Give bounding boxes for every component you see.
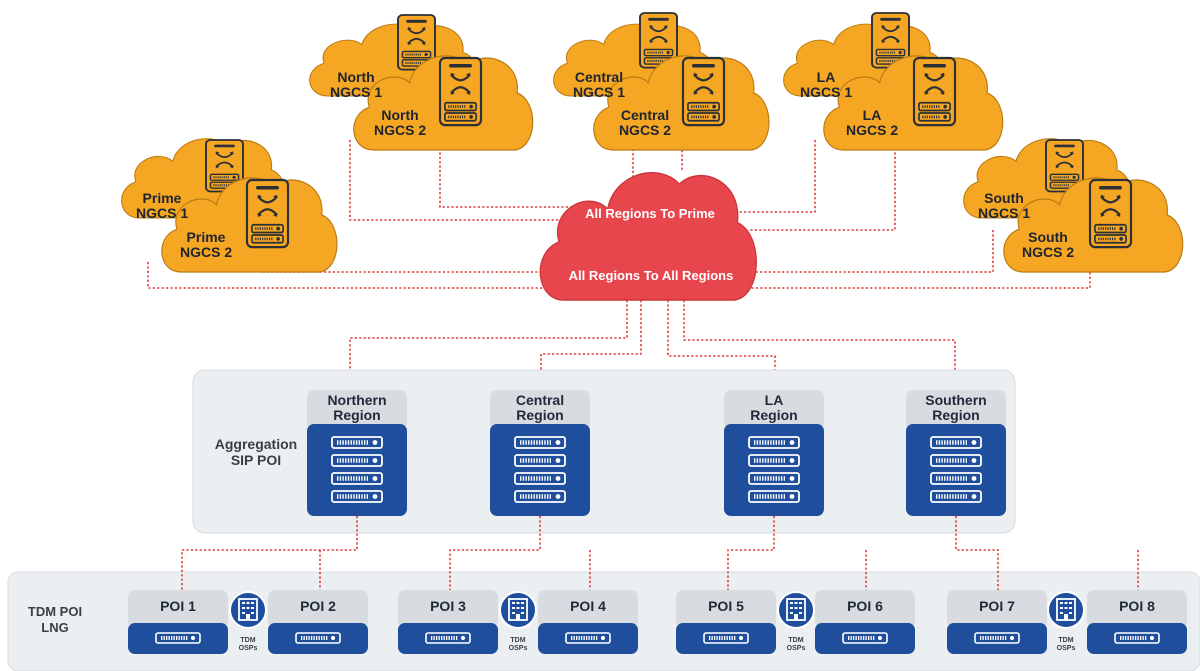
- central-ngcs2-line2: NGCS 2: [618, 122, 672, 139]
- south-ngcs2-line2: NGCS 2: [1022, 244, 1075, 261]
- south-ngcs2-label: South NGCS 2: [1022, 229, 1075, 261]
- poi-7: [947, 590, 1047, 654]
- tdm-osps-3-line2: OSPs: [786, 644, 806, 652]
- building-icon: [777, 591, 815, 629]
- north-ngcs2-label: North NGCS 2: [374, 107, 427, 139]
- region-southern-line2: Region: [932, 406, 980, 423]
- tdm-title: TDM POI LNG: [14, 604, 96, 635]
- tdm-osps-4-line1: TDM: [1058, 637, 1074, 644]
- poi-boxes: [128, 590, 1187, 654]
- poi-3: [398, 590, 498, 654]
- tdm-osps-label-3: TDM OSPs: [778, 637, 814, 652]
- poi-8: [1087, 590, 1187, 654]
- tdm-osps-1-line2: OSPs: [238, 644, 258, 652]
- poi-6-name: POI 6: [847, 598, 883, 614]
- region-southern-name: Southern Region: [906, 393, 1006, 422]
- prime-ngcs1-label: Prime NGCS 1: [136, 190, 189, 222]
- la-ngcs2-line2: NGCS 2: [846, 122, 899, 139]
- prime-ngcs2-line1: Prime: [186, 229, 226, 245]
- north-ngcs2-line1: North: [381, 107, 419, 123]
- poi-6: [815, 590, 915, 654]
- tdm-osps-label-4: TDM OSPs: [1048, 637, 1084, 652]
- north-ngcs1-line1: North: [337, 69, 375, 85]
- tdm-title-line1: TDM POI: [27, 604, 83, 619]
- region-central-line2: Region: [516, 406, 564, 423]
- prime-ngcs1-line2: NGCS 1: [136, 205, 189, 222]
- region-northern: [307, 390, 407, 516]
- south-ngcs1-line2: NGCS 1: [978, 205, 1031, 222]
- region-northern-line2: Region: [333, 406, 381, 423]
- region-la-name: LA Region: [724, 393, 824, 422]
- region-northern-name: Northern Region: [307, 393, 407, 422]
- la-ngcs2-line1: LA: [862, 107, 882, 123]
- region-boxes: [307, 390, 1006, 516]
- la-ngcs1-label: LA NGCS 1: [800, 69, 853, 101]
- core-links: [147, 140, 1091, 390]
- poi-7-name: POI 7: [979, 598, 1015, 614]
- tdm-osps-3-line1: TDM: [788, 637, 804, 644]
- south-ngcs1-label: South NGCS 1: [978, 190, 1031, 222]
- building-icon: [229, 591, 267, 629]
- tdm-osps-2-line2: OSPs: [508, 644, 528, 652]
- region-poi-links: [181, 516, 1139, 590]
- la-ngcs2-label: LA NGCS 2: [846, 107, 899, 139]
- tdm-osps-4-line2: OSPs: [1056, 644, 1076, 652]
- prime-ngcs2-label: Prime NGCS 2: [180, 229, 233, 261]
- poi-5: [676, 590, 776, 654]
- poi-8-name: POI 8: [1119, 598, 1155, 614]
- central-ngcs1-line1: Central: [574, 69, 624, 85]
- south-ngcs1-line1: South: [984, 190, 1024, 206]
- poi-2-name: POI 2: [300, 598, 336, 614]
- poi-4: [538, 590, 638, 654]
- poi-4-name: POI 4: [570, 598, 606, 614]
- poi-1: [128, 590, 228, 654]
- region-southern-line1: Southern: [925, 392, 987, 408]
- aggregation-title-line2: SIP POI: [230, 452, 282, 469]
- tdm-osps-label-1: TDM OSPs: [230, 637, 266, 652]
- region-la-line2: Region: [750, 406, 798, 423]
- poi-1-name: POI 1: [160, 598, 196, 614]
- region-northern-line1: Northern: [327, 392, 387, 408]
- region-central: [490, 390, 590, 516]
- south-ngcs2-line1: South: [1028, 229, 1068, 245]
- north-ngcs2-line2: NGCS 2: [374, 122, 427, 139]
- all-regions-to-prime-label: All Regions To Prime: [585, 206, 715, 221]
- prime-ngcs2-line2: NGCS 2: [180, 244, 233, 261]
- la-ngcs1-line1: LA: [816, 69, 836, 85]
- building-icon: [499, 591, 537, 629]
- prime-ngcs1-line1: Prime: [142, 190, 182, 206]
- poi-3-name: POI 3: [430, 598, 466, 614]
- region-central-name: Central Region: [490, 393, 590, 422]
- tdm-osps-label-2: TDM OSPs: [500, 637, 536, 652]
- region-la: [724, 390, 824, 516]
- tdm-title-line2: LNG: [41, 619, 69, 635]
- aggregation-title: Aggregation SIP POI: [196, 436, 316, 468]
- central-ngcs2-line1: Central: [620, 107, 670, 123]
- north-ngcs1-line2: NGCS 1: [330, 84, 383, 101]
- building-icon: [1047, 591, 1085, 629]
- poi-2: [268, 590, 368, 654]
- central-ngcs1-label: Central NGCS 1: [568, 69, 630, 101]
- region-central-line1: Central: [515, 392, 565, 408]
- central-ngcs1-line2: NGCS 1: [572, 84, 626, 101]
- all-regions-to-all-regions-label: All Regions To All Regions: [568, 268, 734, 283]
- tdm-osps-2-line1: TDM: [510, 637, 526, 644]
- north-ngcs1-label: North NGCS 1: [330, 69, 383, 101]
- region-southern: [906, 390, 1006, 516]
- tdm-osps-1-line1: TDM: [240, 637, 256, 644]
- central-ngcs2-label: Central NGCS 2: [614, 107, 676, 139]
- aggregation-title-line1: Aggregation: [214, 436, 298, 452]
- poi-5-name: POI 5: [708, 598, 744, 614]
- la-ngcs1-line2: NGCS 1: [800, 84, 853, 101]
- region-la-line1: LA: [764, 392, 784, 408]
